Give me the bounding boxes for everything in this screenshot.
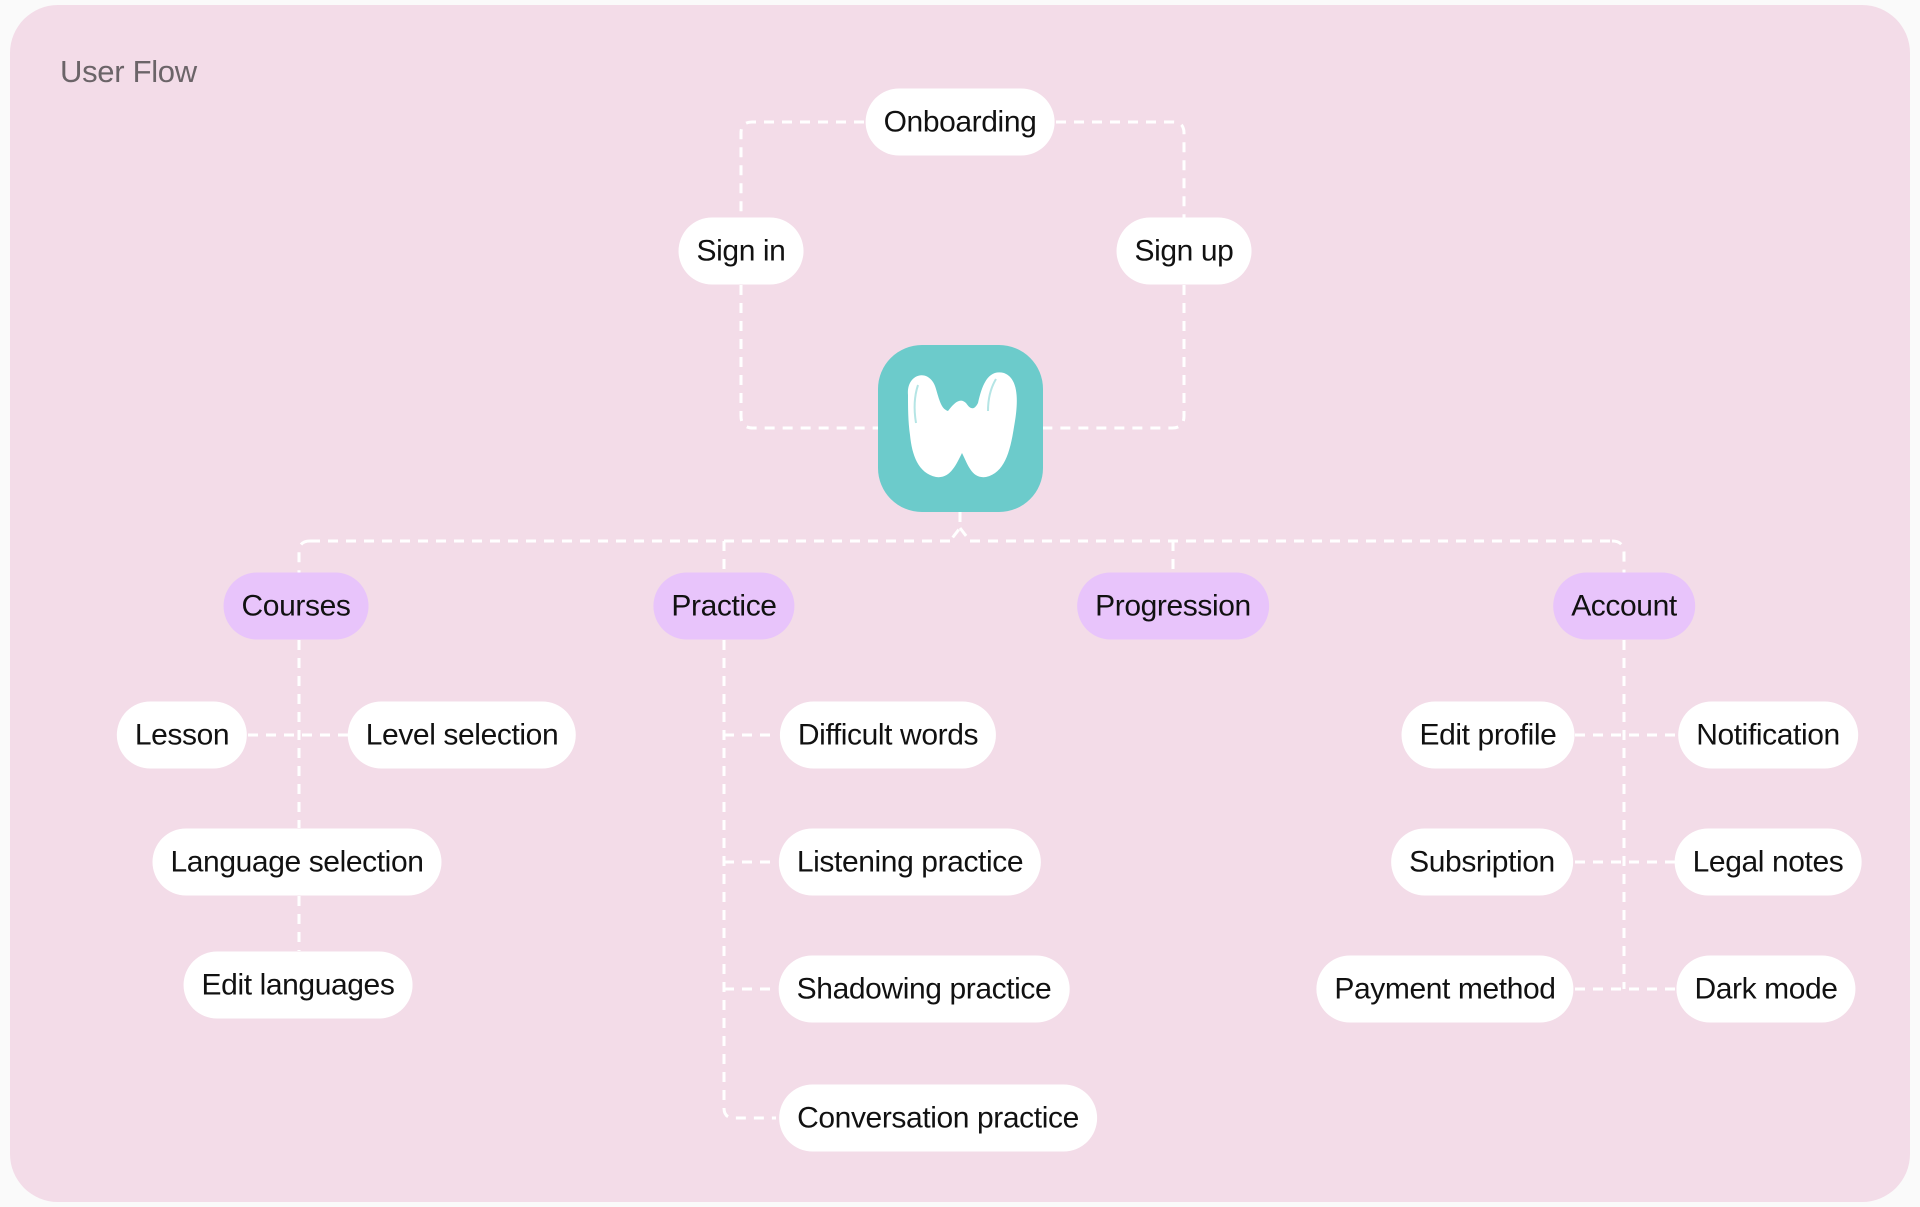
node-courses[interactable]: Courses bbox=[223, 572, 369, 640]
node-edit-languages[interactable]: Edit languages bbox=[183, 951, 413, 1019]
connector-onboarding-signup bbox=[1056, 120, 1186, 218]
node-payment-method[interactable]: Payment method bbox=[1316, 955, 1574, 1023]
app-logo[interactable] bbox=[878, 345, 1043, 512]
node-legal-notes[interactable]: Legal notes bbox=[1674, 828, 1862, 896]
node-level-selection[interactable]: Level selection bbox=[347, 701, 577, 769]
node-edit-profile[interactable]: Edit profile bbox=[1401, 701, 1575, 769]
connector-practice-trunk bbox=[722, 640, 776, 1120]
node-sign-up[interactable]: Sign up bbox=[1116, 217, 1252, 285]
node-practice[interactable]: Practice bbox=[653, 572, 795, 640]
node-listening-practice[interactable]: Listening practice bbox=[778, 828, 1042, 896]
node-sign-in[interactable]: Sign in bbox=[678, 217, 804, 285]
connector-signin-logo bbox=[739, 285, 878, 430]
w-app-logo-icon bbox=[907, 372, 1017, 478]
node-conversation-practice[interactable]: Conversation practice bbox=[779, 1084, 1097, 1152]
node-onboarding[interactable]: Onboarding bbox=[865, 88, 1055, 156]
node-notification[interactable]: Notification bbox=[1678, 701, 1858, 769]
node-subscription[interactable]: Subsription bbox=[1391, 828, 1573, 896]
node-language-selection[interactable]: Language selection bbox=[152, 828, 442, 896]
diagram-title: User Flow bbox=[60, 54, 197, 89]
connector-onboarding-signin bbox=[739, 120, 864, 218]
node-account[interactable]: Account bbox=[1553, 572, 1695, 640]
node-progression[interactable]: Progression bbox=[1077, 572, 1269, 640]
connector-branch-courses bbox=[297, 539, 311, 573]
connector-branch-account bbox=[1611, 539, 1626, 573]
node-lesson[interactable]: Lesson bbox=[116, 701, 248, 769]
connector-logo-branch bbox=[948, 512, 972, 542]
node-difficult-words[interactable]: Difficult words bbox=[779, 701, 997, 769]
node-shadowing-practice[interactable]: Shadowing practice bbox=[778, 955, 1070, 1023]
node-dark-mode[interactable]: Dark mode bbox=[1676, 955, 1856, 1023]
connector-signup-logo bbox=[1043, 285, 1186, 430]
